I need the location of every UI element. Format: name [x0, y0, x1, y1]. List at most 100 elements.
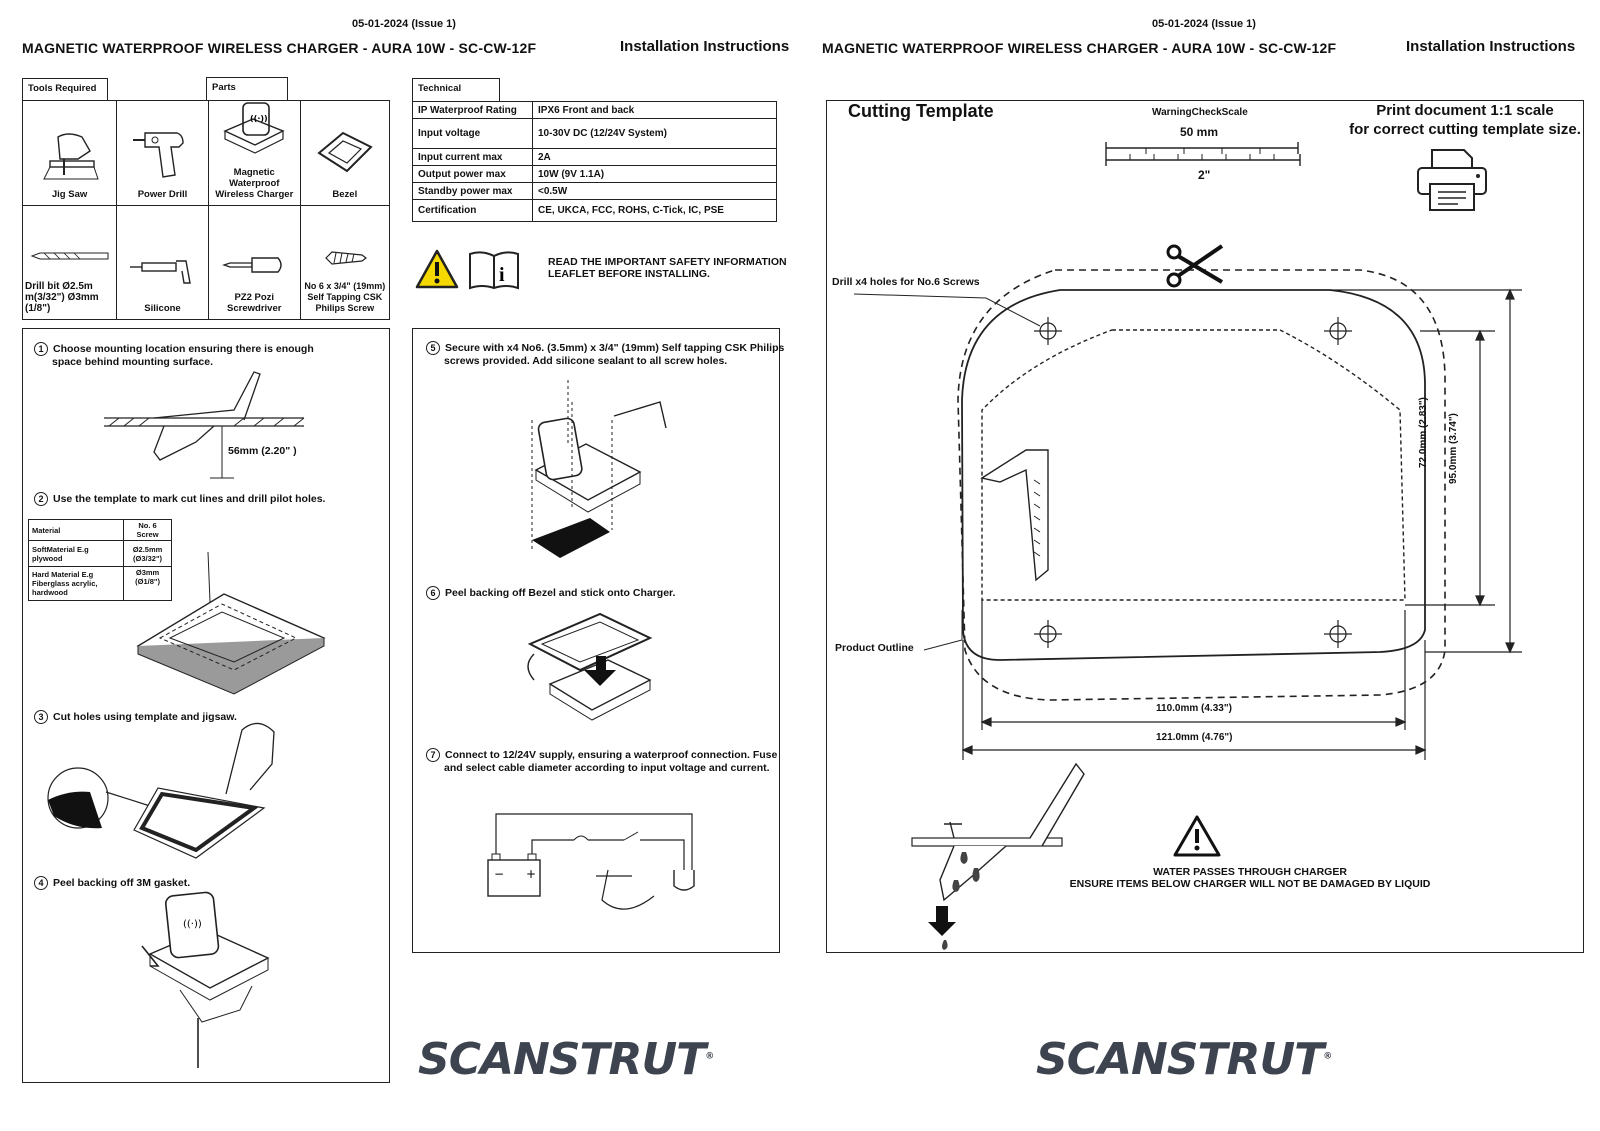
steps-5-7-panel [412, 328, 780, 953]
material-header: Material [27, 519, 125, 541]
water-line-1: WATER PASSES THROUGH CHARGER [1153, 866, 1347, 878]
step-text: Connect to 12/24V supply, ensuring a wat… [445, 749, 778, 761]
scale-warning: WarningCheckScale [1152, 107, 1248, 118]
scanstrut-logo: SCANSTRUT® [418, 1034, 714, 1085]
step-text: Secure with x4 No6. (3.5mm) x 3/4" (19mm… [445, 342, 785, 354]
tool-label: Drill bit Ø2.5m m(3/32") Ø3mm (1/8") [25, 281, 99, 314]
cutting-template-panel [826, 100, 1584, 953]
jigsaw-icon [42, 133, 99, 180]
step-number: 7 [426, 748, 440, 762]
tool-label: Silicone [144, 303, 181, 314]
tech-key: Input voltage [412, 118, 533, 149]
safety-note: READ THE IMPORTANT SAFETY INFORMATION LE… [548, 256, 787, 280]
step-2: 2 Use the template to mark cut lines and … [34, 492, 325, 506]
step-text: Peel backing off 3M gasket. [53, 877, 191, 889]
screw-cell: Ø3mm (Ø1/8") [123, 566, 172, 601]
tech-value: 2A [532, 148, 777, 166]
bezel-icon [317, 131, 373, 173]
print-line-2: for correct cutting template size. [1349, 121, 1581, 138]
tool-silicone: Silicone [116, 205, 209, 320]
document-title-right: MAGNETIC WATERPROOF WIRELESS CHARGER - A… [822, 40, 1337, 56]
screw-icon [324, 251, 367, 265]
instructions-heading-right: Installation Instructions [1406, 38, 1576, 55]
tech-key: Standby power max [412, 182, 533, 200]
brand-text: SCANSTRUT [1036, 1034, 1324, 1085]
tech-value: IPX6 Front and back [532, 101, 777, 119]
tool-drill-bit: Drill bit Ø2.5m m(3/32") Ø3mm (1/8") [21, 205, 118, 320]
step-number: 1 [34, 342, 48, 356]
part-label: Bezel [332, 189, 358, 200]
tool-jigsaw: Jig Saw [21, 100, 118, 206]
water-warning-text: WATER PASSES THROUGH CHARGER ENSURE ITEM… [1040, 866, 1460, 890]
drill-bit-icon [30, 252, 109, 260]
issue-date-right: 05-01-2024 (Issue 1) [1152, 18, 1256, 30]
height-outer-dim: 95.0mm (3.74") [1448, 413, 1459, 484]
tech-key: Input current max [412, 148, 533, 166]
product-outline-label: Product Outline [835, 642, 914, 654]
screwdriver-icon [222, 257, 282, 273]
step-text: Peel backing off Bezel and stick onto Ch… [445, 587, 676, 599]
step2-template-illustration [136, 551, 326, 695]
step-text: Use the template to mark cut lines and d… [53, 493, 326, 505]
scale-bar [1105, 142, 1301, 166]
print-line-1: Print document 1:1 scale [1376, 102, 1554, 119]
step-1: 1 Choose mounting location ensuring there… [34, 342, 314, 368]
cutting-template-drawing [853, 244, 1522, 760]
step1-mounting-illustration [104, 371, 305, 479]
tools-required-tab: Tools Required [22, 78, 108, 101]
brand-text: SCANSTRUT [418, 1034, 706, 1085]
steps-1-4-panel [22, 328, 390, 1083]
svg-text:((·)): ((·)) [250, 114, 268, 123]
part-bezel: Bezel [299, 100, 391, 206]
step-text: screws provided. Add silicone sealant to… [444, 355, 728, 367]
height-inner-dim: 72.0mm (2.83") [1418, 397, 1429, 468]
step-text: Choose mounting location ensuring there … [53, 343, 314, 355]
drill-holes-label: Drill x4 holes for No.6 Screws [832, 276, 980, 288]
scale-mm-label: 50 mm [1180, 125, 1219, 139]
tech-value: 10W (9V 1.1A) [532, 165, 777, 183]
material-cell: SoftMaterial E.g plywood [27, 540, 125, 567]
tech-key: Certification [412, 199, 533, 222]
step-4: 4 Peel backing off 3M gasket. [34, 876, 190, 890]
technical-tab: Technical [412, 78, 500, 102]
step5-screws-illustration [531, 380, 667, 558]
part-label: No 6 x 3/4" (19mm) Self Tapping CSK Phil… [304, 281, 386, 313]
printer-icon [1417, 149, 1487, 211]
tech-key: Output power max [412, 165, 533, 183]
tech-row: Standby power max<0.5W [412, 182, 777, 200]
svg-text:i: i [499, 264, 505, 286]
tech-value: <0.5W [532, 182, 777, 200]
tool-power-drill: Power Drill [116, 100, 209, 206]
scale-inch-label: 2" [1198, 168, 1211, 182]
tool-label: Power Drill [137, 189, 188, 200]
step-number: 5 [426, 341, 440, 355]
svg-text:((·)): ((·)) [183, 919, 202, 930]
step-number: 3 [34, 710, 48, 724]
screw-header: No. 6 Screw [123, 519, 172, 541]
svg-text:−: − [494, 867, 504, 881]
step-7: 7 Connect to 12/24V supply, ensuring a wa… [426, 748, 777, 774]
tool-label: PZ2 Pozi Screwdriver [227, 292, 282, 314]
issue-date: 05-01-2024 (Issue 1) [352, 18, 456, 30]
read-manual-icon: i [469, 251, 519, 290]
power-drill-icon [132, 132, 184, 178]
water-drain-illustration [911, 762, 1085, 950]
template-title: Cutting Template [848, 101, 994, 121]
document-title: MAGNETIC WATERPROOF WIRELESS CHARGER - A… [22, 40, 537, 56]
step-number: 4 [34, 876, 48, 890]
step3-jigsaw-illustration [47, 722, 275, 859]
water-line-2: ENSURE ITEMS BELOW CHARGER WILL NOT BE D… [1069, 878, 1431, 890]
instructions-heading: Installation Instructions [620, 38, 790, 55]
step4-gasket-illustration: ((·)) [141, 891, 270, 1068]
tech-value: CE, UKCA, FCC, ROHS, C-Tick, IC, PSE [532, 199, 777, 222]
parts-tab: Parts [206, 77, 288, 101]
step-number: 2 [34, 492, 48, 506]
step-text: and select cable diameter according to i… [444, 762, 770, 774]
